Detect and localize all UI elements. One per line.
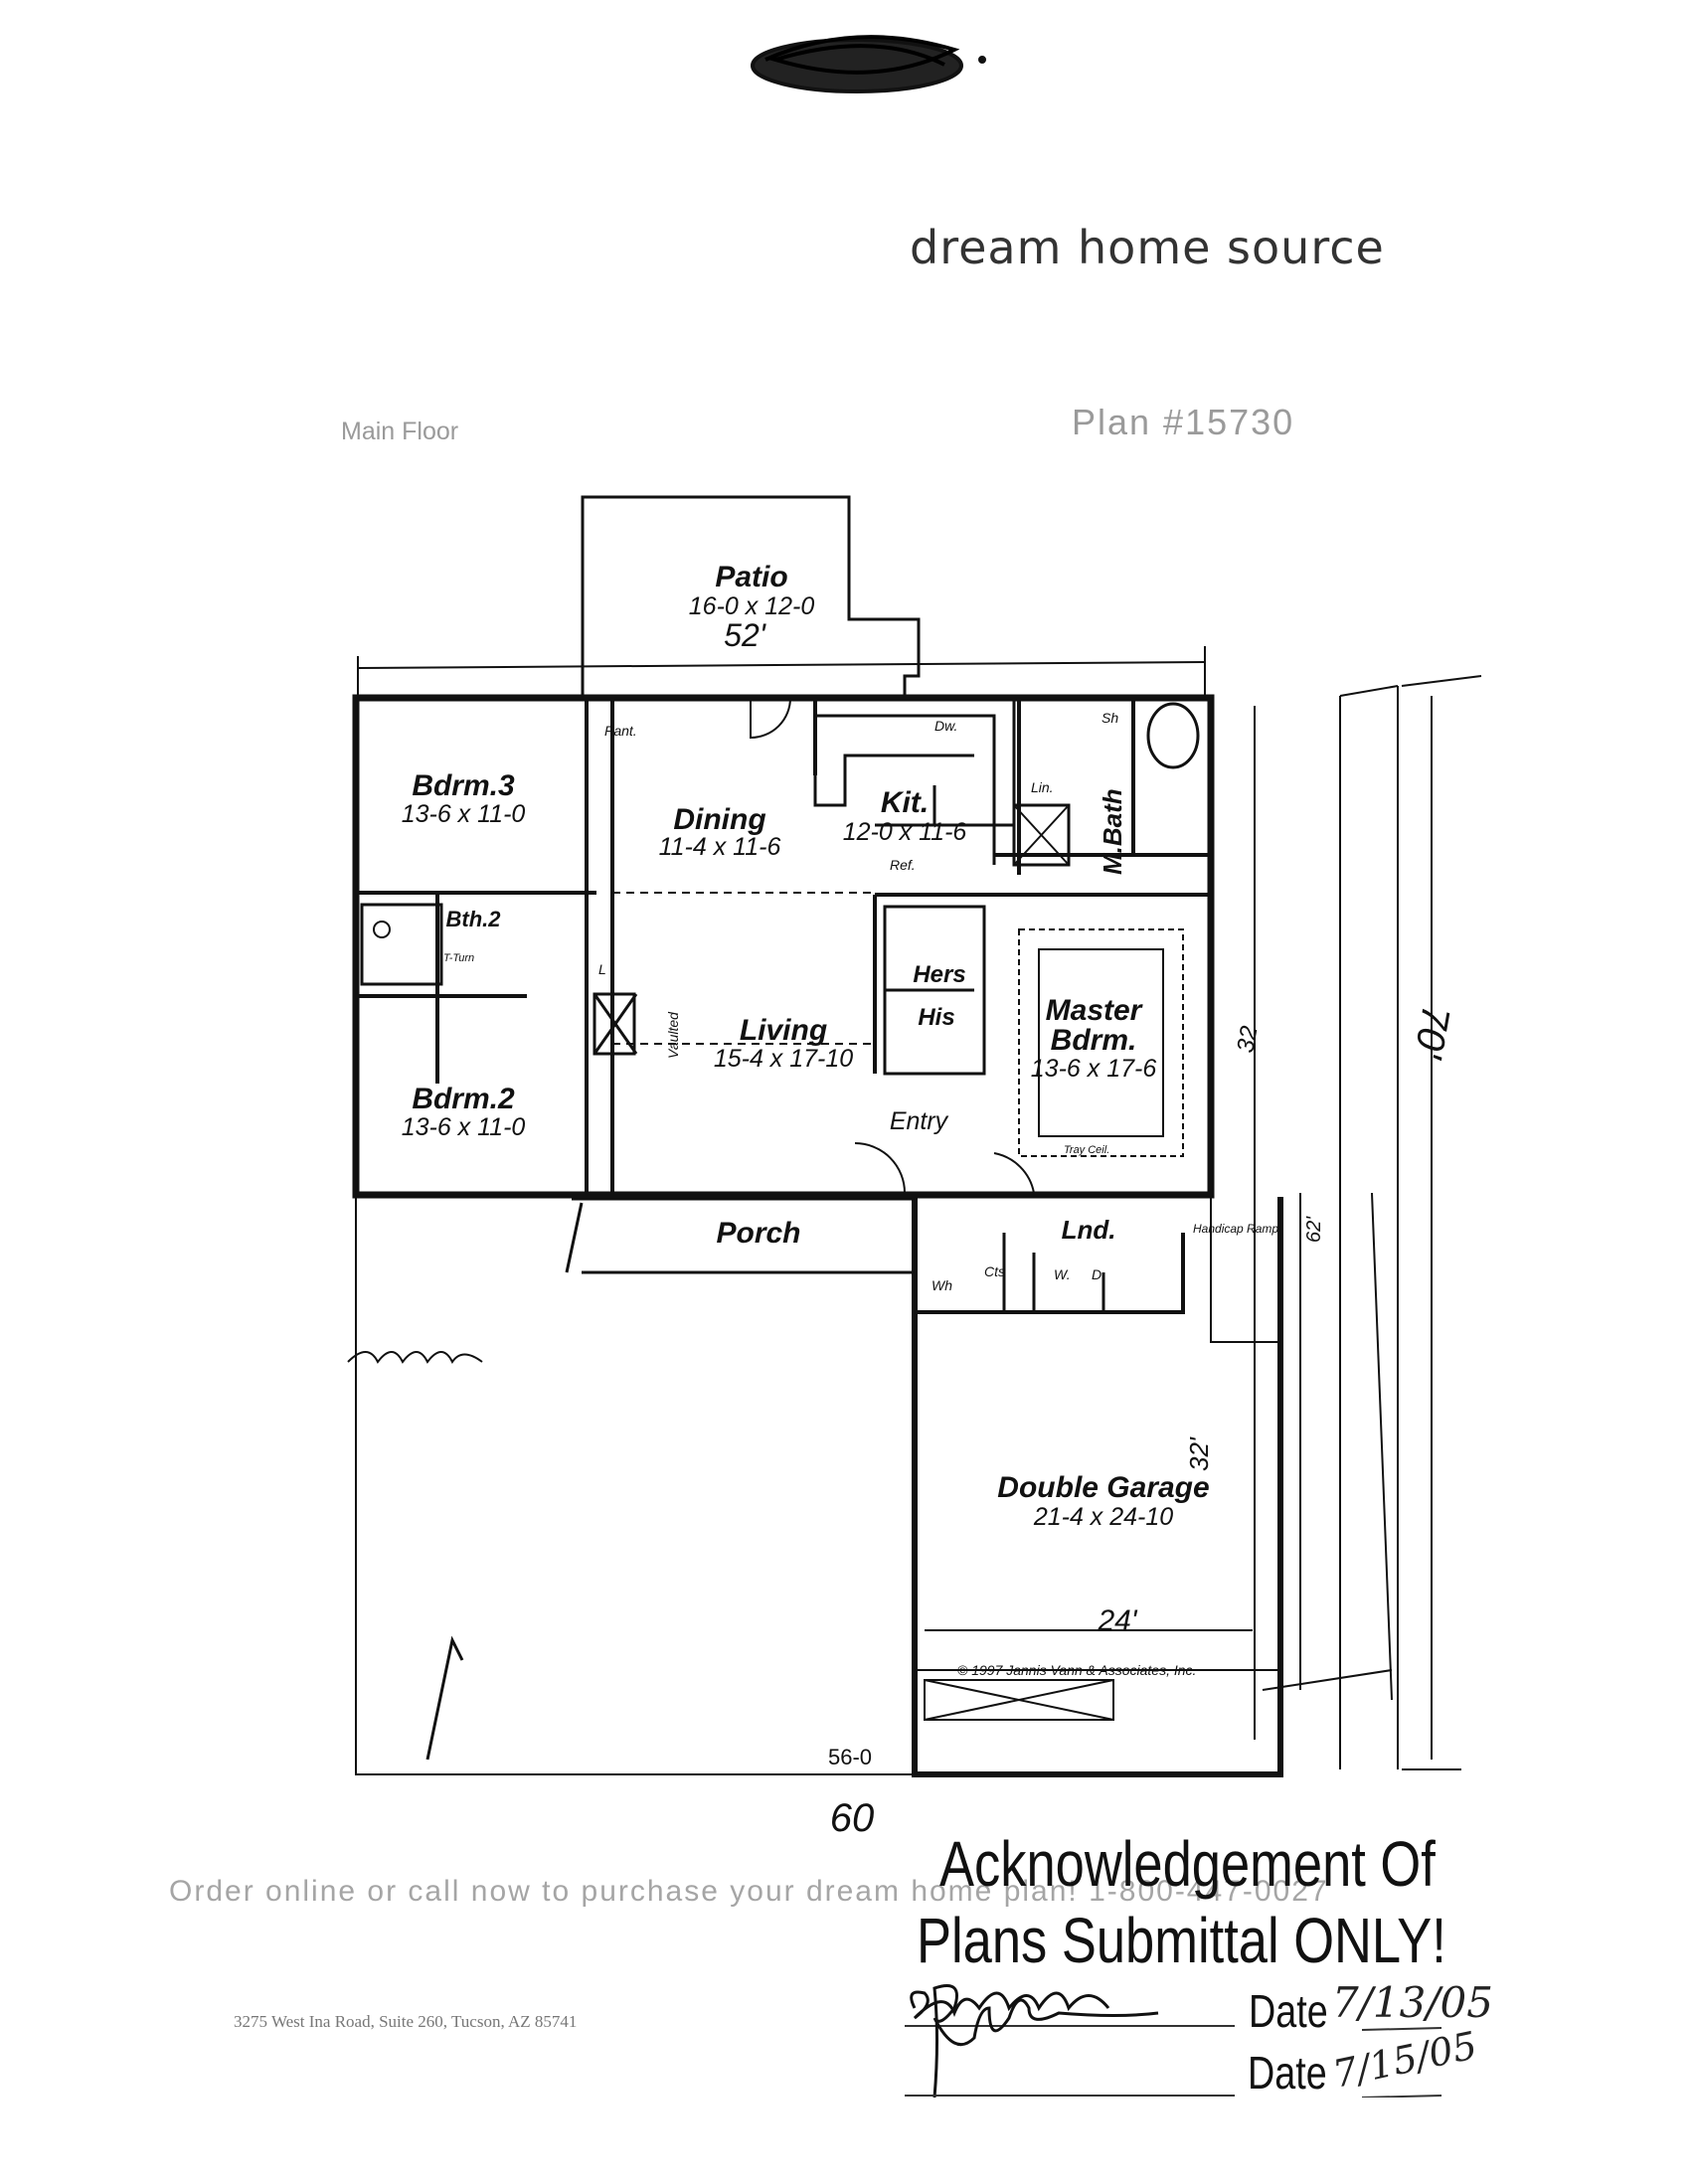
room-garage-size: 21-4 x 24-10 [1033,1503,1173,1531]
date-label-1: Date [1249,1985,1328,2037]
room-hers-name: Hers [913,961,965,988]
room-patio-size: 16-0 x 12-0 [689,592,815,620]
hand-bottom-width: 60 [830,1796,875,1840]
brand-logo-text: dream home source [910,221,1385,274]
signatures [905,1984,1442,2098]
room-kit-size: 12-0 x 11-6 [843,818,967,846]
label-pantry: Pant. [604,723,637,739]
label-washer: W. [1054,1266,1071,1282]
label-cabinets: Cts [984,1263,1005,1279]
room-his-name: His [918,1004,954,1031]
room-living-size: 15-4 x 17-10 [714,1045,853,1073]
room-master-size: 13-6 x 17-6 [1031,1055,1157,1083]
label-t-turn: T-Turn [443,952,474,964]
room-entry-name: Entry [890,1107,949,1135]
room-garage-name: Double Garage [997,1471,1209,1504]
floor-plan [347,495,1482,1777]
label-dryer: D. [1092,1266,1105,1282]
label-refrigerator: Ref. [890,857,916,873]
stamp-line2: Plans Submittal ONLY! [917,1905,1446,1976]
date-label-2: Date [1248,2047,1327,2099]
company-address: 3275 West Ina Road, Suite 260, Tucson, A… [234,2012,578,2031]
label-linen: Lin. [1031,779,1054,795]
floor-label: Main Floor [341,418,459,445]
label-handicap-ramp: Handicap Ramp [1193,1222,1278,1236]
label-copyright: © 1997 Jannis Vann & Associates, Inc. [957,1662,1196,1678]
signature-2 [932,1984,1159,2098]
hand-depth: 70' [1406,1002,1458,1062]
room-bdrm3-name: Bdrm.3 [412,769,515,802]
plan-number: Plan #15730 [1072,402,1295,442]
signature-1 [910,1990,1110,2020]
hand-garage-width: 24' [1097,1604,1137,1637]
redaction-scribble [751,35,986,93]
hand-top-width: 52' [724,617,767,653]
label-water-heater: Wh [932,1277,952,1293]
room-lnd-name: Lnd. [1062,1215,1116,1245]
room-dining-size: 11-4 x 11-6 [659,833,781,861]
order-text: Order online or call now to purchase you… [169,1875,1329,1908]
hand-side: 62' [1303,1216,1325,1243]
label-l: L [598,961,606,977]
room-patio-name: Patio [715,561,787,593]
room-master-name2: Bdrm. [1051,1024,1137,1057]
hand-setback: 32 [1232,1024,1263,1055]
room-master-name: Master [1046,994,1144,1027]
label-tray-ceiling: Tray Ceil. [1064,1144,1109,1156]
room-living-name: Living [740,1014,827,1047]
room-bdrm2-size: 13-6 x 11-0 [402,1113,526,1141]
room-bth2-name: Bth.2 [446,907,502,931]
room-kit-name: Kit. [881,786,929,819]
room-bdrm2-name: Bdrm.2 [412,1083,515,1115]
room-porch-name: Porch [716,1217,800,1250]
stamp-line1: Acknowledgement Of [939,1828,1436,1900]
room-bdrm3-size: 13-6 x 11-0 [402,800,526,828]
date-value-1: 7/13/05 [1332,1978,1493,2027]
hand-garage-depth: 32' [1184,1436,1214,1471]
room-mbath-name: M.Bath [1098,788,1127,875]
label-overall-width: 56-0 [828,1745,872,1769]
label-shower: Sh [1101,710,1118,726]
room-dining-name: Dining [673,803,765,836]
label-vaulted: Vaulted [665,1011,681,1059]
label-dishwasher: Dw. [934,718,957,734]
